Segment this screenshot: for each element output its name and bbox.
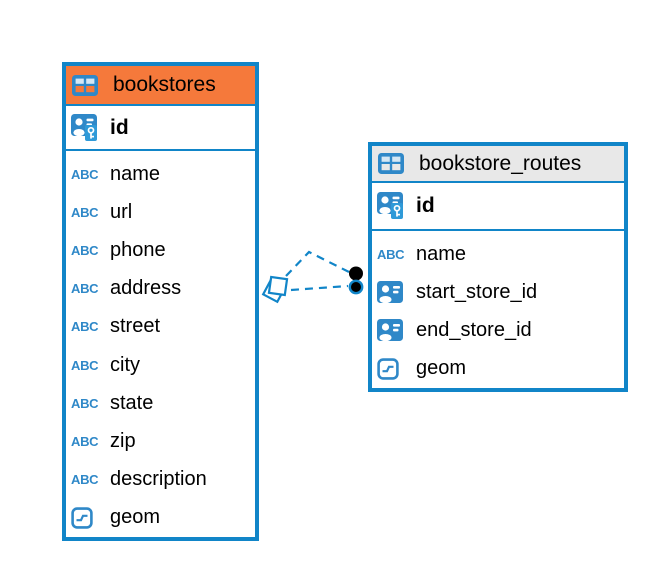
primary-key-icon [71,114,104,142]
column-name: url [110,200,133,223]
column-row-state[interactable]: ABC state [66,384,255,422]
table-icon [72,75,105,96]
column-row-phone[interactable]: ABC phone [66,231,255,269]
geometry-type-icon [377,358,410,380]
text-type-icon: ABC [71,433,99,449]
table-title: bookstore_routes [419,151,582,175]
column-name: start_store_id [416,280,538,303]
text-type-icon: ABC [71,242,99,258]
table-icon [378,153,411,174]
column-name: state [110,391,154,414]
table-bookstores[interactable]: bookstores id ABC name ABC url ABC phone… [62,62,259,541]
column-name: end_store_id [416,318,532,341]
text-type-icon: ABC [71,357,99,373]
relationship-line-end-store[interactable] [290,284,349,292]
column-row-name[interactable]: ABC name [66,155,255,193]
column-row-zip[interactable]: ABC zip [66,422,255,460]
column-name: geom [416,357,467,380]
column-row-start-store-id[interactable]: start_store_id [372,273,624,311]
column-list: ABC name start_store_id end_store_id ge [372,231,624,388]
column-name: id [416,194,435,217]
column-name: phone [110,238,166,261]
relationship-line-start-store[interactable] [285,250,350,277]
column-row-city[interactable]: ABC city [66,346,255,384]
foreign-key-icon [377,281,410,303]
text-type-icon: ABC [71,395,99,411]
text-type-icon: ABC [71,472,99,488]
text-type-icon: ABC [71,319,99,335]
primary-key-icon [377,192,410,220]
column-row-street[interactable]: ABC street [66,308,255,346]
column-row-geom[interactable]: geom [372,350,624,388]
text-type-icon: ABC [71,281,99,297]
column-row-name[interactable]: ABC name [372,235,624,273]
primary-key-row[interactable]: id [66,106,255,151]
text-type-icon: ABC [377,246,405,262]
table-title: bookstores [113,73,216,96]
column-name: name [416,242,467,265]
relationship-one-end-marker[interactable] [348,266,364,295]
column-name: address [110,277,182,300]
text-type-icon: ABC [71,166,99,182]
column-name: city [110,353,140,376]
column-name: id [110,115,129,139]
column-row-geom[interactable]: geom [66,499,255,537]
column-name: name [110,162,161,185]
column-name: geom [110,506,161,529]
relationship-many-end-marker[interactable] [261,275,289,304]
geometry-type-icon [71,507,104,529]
column-name: zip [110,429,136,452]
column-row-url[interactable]: ABC url [66,193,255,231]
column-row-end-store-id[interactable]: end_store_id [372,311,624,349]
table-header[interactable]: bookstores [66,66,255,106]
column-name: street [110,315,161,338]
column-row-description[interactable]: ABC description [66,461,255,499]
column-list: ABC name ABC url ABC phone ABC address A… [66,151,255,537]
text-type-icon: ABC [71,204,99,220]
table-bookstore-routes[interactable]: bookstore_routes id ABC name start_store… [368,142,628,392]
column-name: description [110,468,207,491]
foreign-key-icon [377,319,410,341]
column-row-address[interactable]: ABC address [66,270,255,308]
table-header[interactable]: bookstore_routes [372,146,624,183]
primary-key-row[interactable]: id [372,183,624,231]
